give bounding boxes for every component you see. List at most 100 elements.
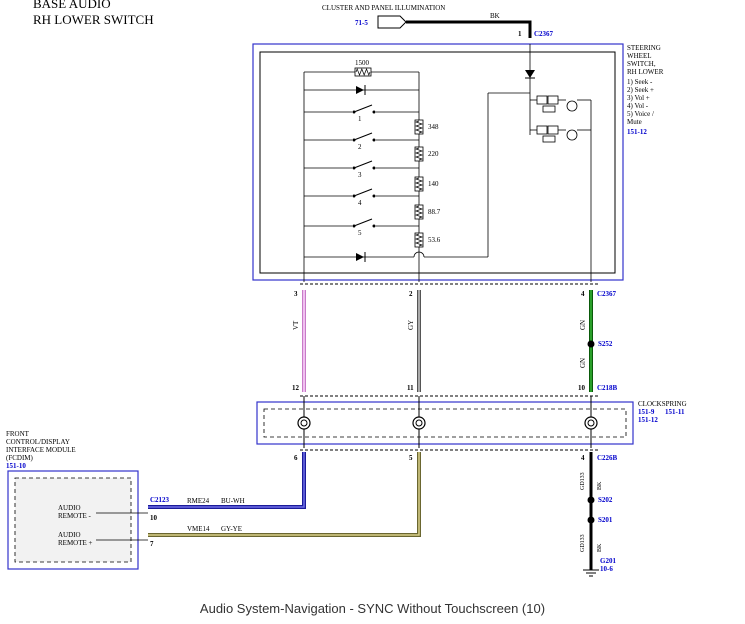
steering-switch-outer-box — [252, 43, 624, 281]
clockspring-ref-1: 151-9 — [638, 408, 655, 416]
clockspring-ref-2: 151-11 — [665, 408, 685, 416]
fcdim-title: FRONT CONTROL/DISPLAY INTERFACE MODULE (… — [6, 430, 76, 462]
switch-contact — [372, 110, 376, 114]
resistor-zigzag — [414, 147, 424, 161]
clockspring-pin-mid: 11 — [407, 384, 414, 392]
network-diode-top-icon — [356, 86, 364, 94]
clockspring-ref-3: 151-12 — [638, 416, 658, 424]
switch-pin-left: 3 — [294, 290, 298, 298]
switch-gap — [352, 166, 376, 170]
ground-icon — [583, 569, 599, 577]
wire-vt-color: VT — [292, 320, 300, 330]
switch-lever — [353, 188, 373, 197]
steering-switch-ref: 151-12 — [627, 128, 647, 136]
switch-lever — [353, 160, 373, 169]
wire-gn-color-2: GN — [579, 358, 587, 368]
top-connector-pin: 1 — [518, 30, 522, 38]
illumination-wire — [406, 20, 532, 38]
fcdim-ref: 151-10 — [6, 462, 26, 470]
splice-s202-dot — [587, 496, 595, 504]
switch-number: 1 — [358, 115, 362, 123]
diode-icon — [525, 70, 535, 78]
switch-number: 5 — [358, 229, 362, 237]
ground-ref: 10-6 — [600, 565, 613, 573]
svg-text:RH LOWER: RH LOWER — [627, 68, 664, 76]
svg-text:FRONT: FRONT — [6, 430, 30, 438]
resistor-1500-zigzag — [355, 68, 371, 76]
steering-switch-title: STEERING WHEEL SWITCH, RH LOWER — [627, 44, 664, 76]
illumination-label: CLUSTER AND PANEL ILLUMINATION — [322, 4, 445, 12]
splice-s201: S201 — [598, 516, 613, 524]
resistor-label: 53.6 — [428, 236, 441, 244]
switch-number: 2 — [358, 143, 362, 151]
resistor-zigzag — [414, 205, 424, 219]
lower-pin-mid: 5 — [409, 454, 413, 462]
switch-pin-right: 4 — [581, 290, 585, 298]
svg-text:INTERFACE MODULE: INTERFACE MODULE — [6, 446, 76, 454]
splice-s201-dot — [587, 516, 595, 524]
switch-contact — [372, 194, 376, 198]
svg-text:5) Voice /: 5) Voice / — [627, 110, 654, 118]
svg-text:(FCDIM): (FCDIM) — [6, 454, 34, 462]
clockspring-inner-box — [263, 408, 627, 438]
wire-gy-color: GY — [407, 320, 415, 330]
svg-text:1) Seek -: 1) Seek - — [627, 78, 653, 86]
resistor-label-1500: 1500 — [355, 59, 370, 67]
illumination-connector-icon — [377, 15, 407, 29]
clockspring-label: CLOCKSPRING — [638, 400, 687, 408]
switch-gap — [352, 224, 376, 228]
svg-text:3) Vol +: 3) Vol + — [627, 94, 650, 102]
wiring-diagram: CLUSTER AND PANEL ILLUMINATION 71-5 BK 1… — [6, 4, 687, 577]
illumination-ref: 71-5 — [355, 19, 368, 27]
switch-contact — [372, 166, 376, 170]
fcdim-inner-box — [14, 477, 132, 563]
resistor-zigzag — [414, 233, 424, 247]
switch-lever — [353, 104, 373, 113]
switch-pin-mid: 2 — [409, 290, 413, 298]
steering-switch-legend: 1) Seek - 2) Seek + 3) Vol + 4) Vol - 5)… — [627, 78, 654, 126]
resistor-label: 348 — [428, 123, 439, 131]
wire-vme14 — [148, 452, 421, 537]
led-assemblies — [536, 95, 585, 143]
ground-id: G201 — [600, 557, 616, 565]
resistor-zigzag — [414, 120, 424, 134]
clockspring-pin-left: 12 — [292, 384, 300, 392]
svg-text:STEERING: STEERING — [627, 44, 661, 52]
fcdim-connector: C2123 — [150, 496, 170, 504]
resistor-zigzag — [414, 177, 424, 191]
resistor-label: 220 — [428, 150, 439, 158]
lower-pin-right: 4 — [581, 454, 585, 462]
switch-gap — [352, 194, 376, 198]
network-diode-bottom-icon — [356, 253, 364, 261]
switch-number: 4 — [358, 199, 362, 207]
wire-gn-color: GN — [579, 320, 587, 330]
wire-rme24-color: BU-WH — [221, 497, 245, 505]
svg-text:4) Vol -: 4) Vol - — [627, 102, 649, 110]
top-connector-id: C2367 — [534, 30, 554, 38]
wire-rme24-circuit: RME24 — [187, 497, 210, 505]
wire-vme14-color: GY-YE — [221, 525, 242, 533]
header-line-1: BASE AUDIO — [33, 0, 111, 11]
lower-pin-left: 6 — [294, 454, 298, 462]
svg-text:Mute: Mute — [627, 118, 642, 126]
splice-s252: S252 — [598, 340, 613, 348]
splice-s252-dot — [587, 340, 595, 348]
ground-color-2: BK — [597, 543, 603, 552]
resistor-label: 88.7 — [428, 208, 441, 216]
fcdim-outer-box — [7, 470, 139, 570]
switch-lever — [353, 132, 373, 141]
fcdim-label-b2: REMOTE + — [58, 539, 93, 547]
switch-lever — [353, 218, 373, 227]
clockspring-connector-id: C218B — [597, 384, 618, 392]
svg-text:WHEEL: WHEEL — [627, 52, 652, 60]
switch-gap — [352, 138, 376, 142]
svg-text:SWITCH,: SWITCH, — [627, 60, 656, 68]
fcdim-label-a2: REMOTE - — [58, 512, 92, 520]
svg-text:CONTROL/DISPLAY: CONTROL/DISPLAY — [6, 438, 70, 446]
switch-gap — [352, 110, 376, 114]
switch-connector-id: C2367 — [597, 290, 617, 298]
fcdim-label-b1: AUDIO — [58, 531, 81, 539]
fcdim-pin-a: 10 — [150, 514, 158, 522]
